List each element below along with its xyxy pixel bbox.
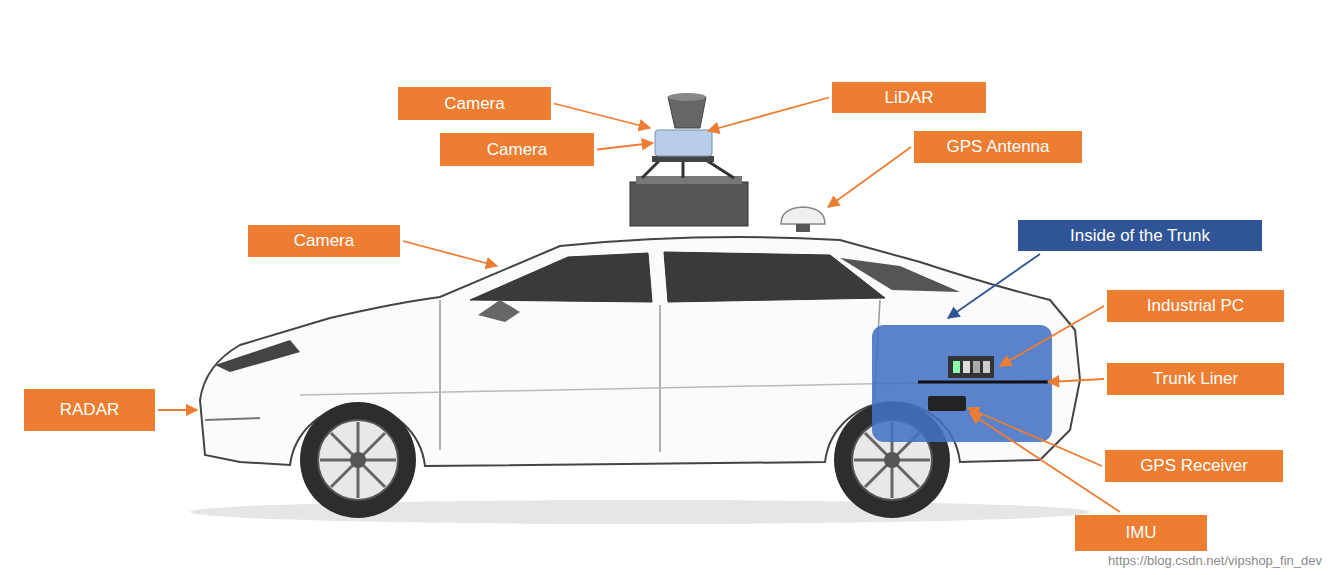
label-box: Camera [398, 87, 551, 120]
grille [205, 418, 260, 420]
leader-line [158, 409, 197, 411]
part-name: GPS Antenna [946, 137, 1049, 157]
leader-line [403, 241, 497, 266]
label-box: Camera [440, 133, 594, 166]
gps-imu-unit [928, 396, 966, 411]
leader-line [554, 104, 650, 129]
leader-line [970, 413, 1120, 512]
leader-line [948, 254, 1040, 318]
watermark: https://blog.csdn.net/vipshop_fin_dev [1106, 553, 1324, 568]
front-window [470, 253, 652, 302]
gps-antenna [781, 207, 825, 232]
part-name: Industrial PC [1147, 296, 1244, 316]
rear-window [664, 252, 885, 302]
leader-line [1000, 306, 1104, 366]
door-lines [440, 300, 880, 452]
leader-line [597, 143, 653, 150]
label-box: RADAR [24, 389, 155, 431]
industrial-pc [948, 356, 994, 378]
label-box: Industrial PC [1107, 290, 1284, 322]
label-box: GPS Receiver [1105, 450, 1283, 482]
leader-line [1048, 379, 1104, 382]
part-name: Trunk Liner [1153, 369, 1238, 389]
label-box: Camera [248, 225, 400, 257]
headlight [215, 340, 300, 372]
trunk-region [872, 325, 1052, 442]
part-name: Camera [487, 140, 547, 160]
part-name: RADAR [60, 400, 120, 420]
part-name: LiDAR [884, 88, 933, 108]
part-name: Inside of the Trunk [1070, 226, 1210, 246]
leader-line [708, 98, 829, 132]
part-name: Camera [294, 231, 354, 251]
sensor-rig [630, 93, 748, 226]
mirror [478, 300, 520, 322]
leader-line [828, 147, 911, 207]
part-name: GPS Receiver [1140, 456, 1248, 476]
part-name: IMU [1125, 523, 1156, 543]
label-box: IMU [1075, 515, 1207, 551]
trunk-liner [918, 381, 1048, 384]
label-box: Trunk Liner [1107, 363, 1284, 395]
part-name: Camera [444, 94, 504, 114]
front-wheel [300, 402, 416, 518]
quarter-window [840, 258, 960, 292]
label-box: LiDAR [832, 82, 986, 113]
leader-line [968, 408, 1102, 466]
label-box: GPS Antenna [914, 131, 1082, 163]
label-box: Inside of the Trunk [1018, 220, 1262, 251]
